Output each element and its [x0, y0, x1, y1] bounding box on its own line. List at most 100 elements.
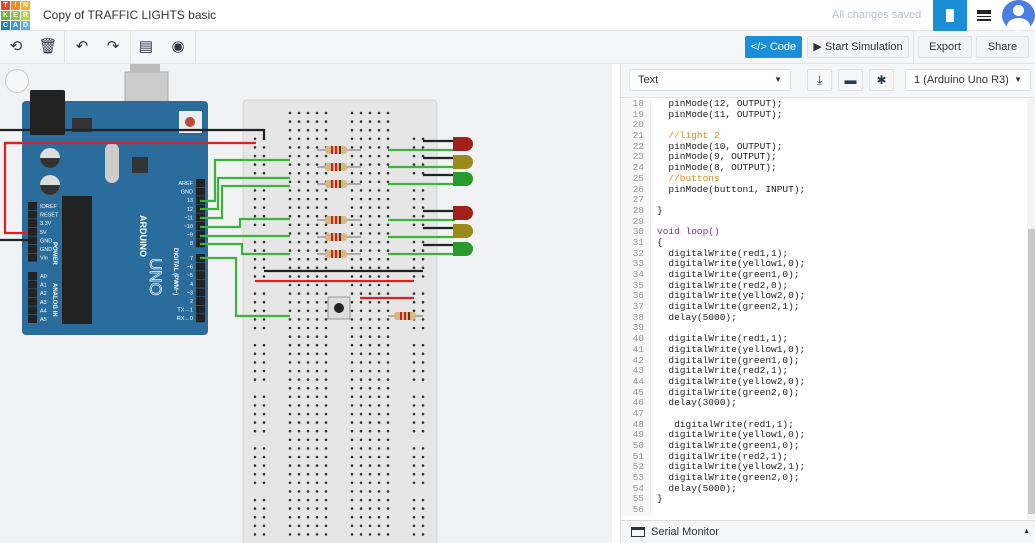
code-line[interactable]: 29: [621, 216, 1027, 228]
digital-pin[interactable]: [196, 187, 205, 196]
code-line[interactable]: 34 digitalWrite(green1,0);: [621, 269, 1027, 281]
code-line[interactable]: 18 pinMode(12, OUTPUT);: [621, 99, 1027, 110]
code-line[interactable]: 52 digitalWrite(yellow2,1);: [621, 462, 1027, 474]
code-line[interactable]: 20: [621, 120, 1027, 132]
code-line[interactable]: 33 digitalWrite(yellow1,0);: [621, 259, 1027, 270]
digital-pin[interactable]: [196, 230, 205, 239]
code-line[interactable]: 41 digitalWrite(yellow1,0);: [621, 344, 1027, 356]
digital-pin[interactable]: [196, 179, 205, 187]
led-green[interactable]: [453, 172, 473, 186]
led-red[interactable]: [453, 206, 473, 220]
code-line[interactable]: 50 digitalWrite(green1,0);: [621, 440, 1027, 452]
code-line[interactable]: 55}: [621, 494, 1027, 506]
resistor[interactable]: [317, 163, 361, 171]
digital-pin[interactable]: [196, 279, 205, 288]
code-line[interactable]: 43 digitalWrite(red2,1);: [621, 365, 1027, 377]
start-simulation-button[interactable]: ▶ Start Simulation: [807, 36, 909, 58]
scroll-up-icon[interactable]: ▲: [1023, 528, 1030, 535]
power-pin[interactable]: [28, 236, 37, 245]
led-yellow[interactable]: [453, 224, 473, 238]
rotate-icon[interactable]: ⟲: [9, 38, 23, 55]
analog-pin[interactable]: [28, 289, 37, 298]
notes-icon[interactable]: ▤: [138, 38, 154, 55]
resistor[interactable]: [317, 216, 361, 224]
export-button[interactable]: Export: [918, 36, 972, 58]
code-line[interactable]: 31{: [621, 237, 1027, 249]
pulldown-resistor[interactable]: [388, 312, 423, 320]
code-line[interactable]: 53 digitalWrite(green2,0);: [621, 472, 1027, 484]
digital-pin[interactable]: [196, 305, 205, 314]
code-line[interactable]: 40 digitalWrite(red1,1);: [621, 333, 1027, 345]
code-scrollbar[interactable]: [1027, 99, 1035, 519]
code-line[interactable]: 37 digitalWrite(green2,1);: [621, 301, 1027, 313]
code-mode-select[interactable]: Text▼: [629, 69, 791, 91]
fit-view-button[interactable]: [5, 69, 29, 93]
code-editor[interactable]: 18 pinMode(12, OUTPUT);19 pinMode(11, OU…: [621, 99, 1027, 520]
code-line[interactable]: 35 digitalWrite(red2,0);: [621, 280, 1027, 292]
digital-pin[interactable]: [196, 271, 205, 280]
led-green[interactable]: [453, 242, 473, 256]
power-pin[interactable]: [28, 245, 37, 253]
power-pin[interactable]: [28, 210, 37, 219]
undo-icon[interactable]: ↶: [75, 38, 89, 55]
serial-monitor-toggle[interactable]: Serial Monitor▲: [621, 520, 1035, 543]
code-line[interactable]: 44 digitalWrite(yellow2,0);: [621, 376, 1027, 388]
digital-pin[interactable]: [196, 262, 205, 271]
redo-icon[interactable]: ↷: [106, 38, 120, 55]
code-line[interactable]: 32 digitalWrite(red1,1);: [621, 248, 1027, 260]
code-line[interactable]: 54 delay(5000);: [621, 483, 1027, 495]
code-line[interactable]: 21 //light 2: [621, 130, 1027, 142]
visibility-icon[interactable]: ◉: [171, 38, 185, 55]
code-line[interactable]: 56: [621, 504, 1027, 516]
code-line[interactable]: 22 pinMode(10, OUTPUT);: [621, 141, 1027, 153]
power-pin[interactable]: [28, 219, 37, 228]
power-pin[interactable]: [28, 253, 37, 262]
download-icon[interactable]: ⤓: [807, 69, 832, 91]
code-button[interactable]: </> Code: [745, 36, 802, 58]
components-list-button[interactable]: [967, 0, 1001, 31]
library-icon[interactable]: ▬: [838, 69, 863, 91]
code-line[interactable]: 42 digitalWrite(green1,0);: [621, 355, 1027, 367]
analog-pin[interactable]: [28, 315, 37, 323]
code-line[interactable]: 28}: [621, 205, 1027, 217]
code-line[interactable]: 24 pinMode(8, OUTPUT);: [621, 162, 1027, 174]
digital-pin[interactable]: [196, 288, 205, 297]
analog-pin[interactable]: [28, 280, 37, 289]
analog-pin[interactable]: [28, 297, 37, 306]
resistor[interactable]: [317, 146, 361, 154]
user-avatar[interactable]: [1002, 0, 1035, 31]
code-line[interactable]: 49 digitalWrite(yellow1,0);: [621, 430, 1027, 441]
code-line[interactable]: 47: [621, 408, 1027, 420]
power-pin[interactable]: [28, 227, 37, 236]
device-select[interactable]: 1 (Arduino Uno R3)▼: [905, 69, 1031, 91]
code-line[interactable]: 46 delay(3000);: [621, 398, 1027, 409]
circuit-view-button[interactable]: [933, 0, 967, 31]
delete-icon[interactable]: 🗑: [38, 38, 58, 55]
led-red[interactable]: [453, 137, 473, 151]
analog-pin[interactable]: [28, 272, 37, 280]
analog-pin[interactable]: [28, 306, 37, 315]
code-line[interactable]: 48 digitalWrite(red1,1);: [621, 419, 1027, 431]
code-line[interactable]: 19 pinMode(11, OUTPUT);: [621, 109, 1027, 121]
code-line[interactable]: 23 pinMode(9, OUTPUT);: [621, 152, 1027, 164]
code-line[interactable]: 25 //buttons: [621, 173, 1027, 185]
code-line[interactable]: 39: [621, 323, 1027, 335]
code-line[interactable]: 51 digitalWrite(red2,1);: [621, 451, 1027, 463]
code-line[interactable]: 26 pinMode(button1, INPUT);: [621, 184, 1027, 196]
digital-pin[interactable]: [196, 314, 205, 323]
code-line[interactable]: 27: [621, 194, 1027, 206]
debug-bug-icon[interactable]: ✱: [869, 69, 894, 91]
resistor[interactable]: [317, 180, 361, 188]
resistor[interactable]: [317, 250, 361, 258]
code-line[interactable]: 38 delay(5000);: [621, 312, 1027, 324]
digital-pin[interactable]: [196, 297, 205, 305]
led-yellow[interactable]: [453, 155, 473, 169]
resistor[interactable]: [317, 233, 361, 241]
code-line[interactable]: 36 digitalWrite(yellow2,0);: [621, 291, 1027, 303]
project-title[interactable]: Copy of TRAFFIC LIGHTS basic: [43, 8, 217, 22]
power-pin[interactable]: [28, 202, 37, 210]
scrollbar-thumb[interactable]: [1028, 229, 1035, 514]
